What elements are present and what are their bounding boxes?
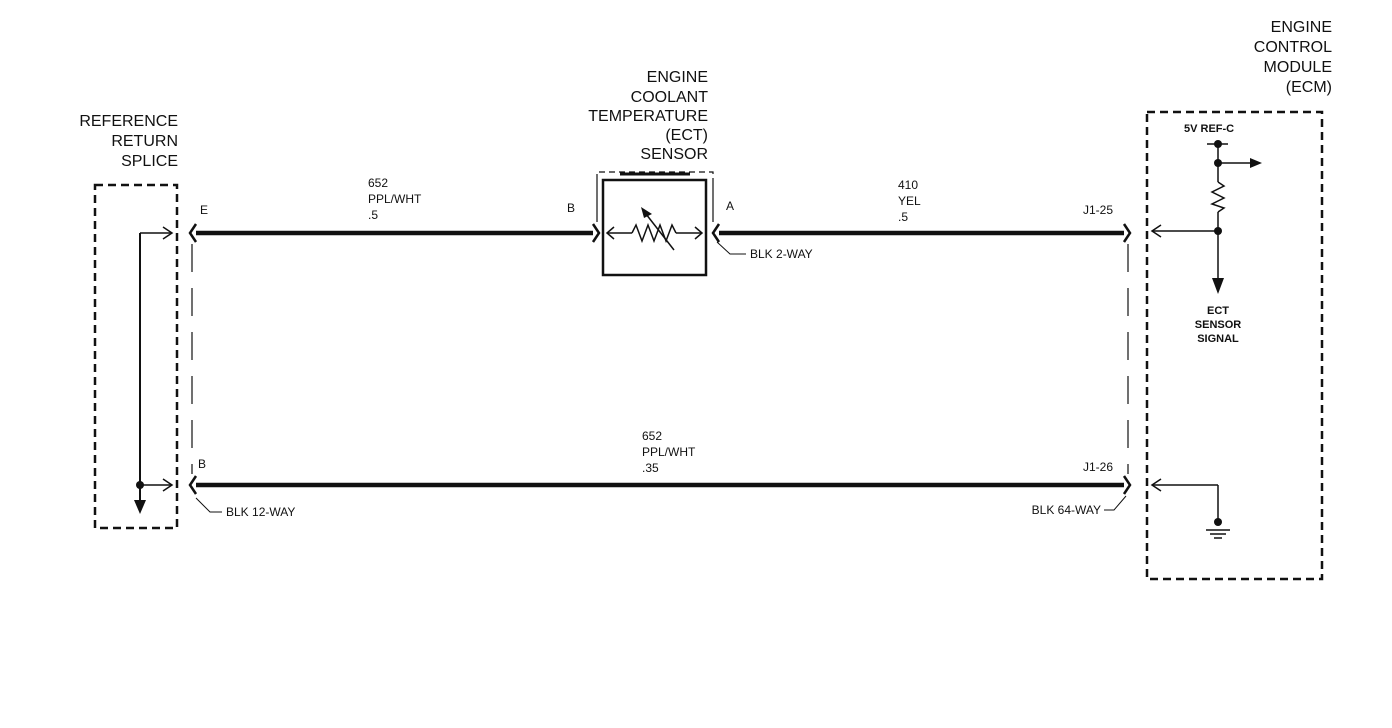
sensor-arrow-left bbox=[605, 226, 615, 240]
sensor-terminal-a bbox=[711, 223, 721, 243]
terminal-j1-26 bbox=[1122, 475, 1132, 495]
ect-sensor: ENGINE COOLANT TEMPERATURE (ECT) SENSOR … bbox=[567, 69, 813, 277]
splice-title-3: SPLICE bbox=[121, 153, 178, 170]
sensor-pin-a: A bbox=[726, 199, 734, 213]
wire-652-upper: 652 PPL/WHT .5 bbox=[196, 176, 593, 236]
splice-title-1: REFERENCE bbox=[79, 113, 178, 130]
sensor-terminal-b bbox=[591, 223, 601, 243]
signal-arrow-icon bbox=[1212, 278, 1224, 294]
wire-410: 410 YEL .5 bbox=[719, 178, 1124, 236]
wire1-circuit: 652 bbox=[368, 176, 388, 190]
left-connector-leader bbox=[195, 497, 222, 513]
ecm-input-arrow-25 bbox=[1150, 224, 1162, 238]
ecm-title-4: (ECM) bbox=[1286, 79, 1332, 96]
terminal-j1-25 bbox=[1122, 223, 1132, 243]
sensor-title-1: ENGINE bbox=[647, 69, 708, 86]
right-connector-leader bbox=[1104, 495, 1127, 511]
terminal-e bbox=[188, 223, 198, 243]
sensor-title-4: (ECT) bbox=[665, 127, 708, 144]
engine-control-module: ENGINE CONTROL MODULE (ECM) 5V REF-C ECT… bbox=[1145, 19, 1332, 581]
pin-j1-25-label: J1-25 bbox=[1083, 203, 1113, 217]
ecm-input-arrow-26 bbox=[1150, 478, 1162, 492]
ecm-title-1: ENGINE bbox=[1271, 19, 1332, 36]
ecm-title-3: MODULE bbox=[1264, 59, 1332, 76]
wire2-color: YEL bbox=[898, 194, 921, 208]
wire3-gauge: .35 bbox=[642, 461, 659, 475]
pin-b-label: B bbox=[198, 457, 206, 471]
splice-arrow-e bbox=[162, 226, 174, 240]
variable-arrow-icon bbox=[645, 213, 675, 251]
ground-node bbox=[1214, 518, 1222, 526]
splice-arrow-b bbox=[162, 478, 174, 492]
sensor-title-2: COOLANT bbox=[631, 89, 709, 106]
sensor-arrow-right bbox=[694, 226, 704, 240]
wire1-color: PPL/WHT bbox=[368, 192, 422, 206]
pullup-resistor-icon bbox=[1210, 181, 1226, 213]
pin-j1-26-label: J1-26 bbox=[1083, 460, 1113, 474]
ecm-signal-label-2: SENSOR bbox=[1195, 319, 1242, 331]
ref-tap-arrow-icon bbox=[1250, 158, 1262, 168]
left-connector-label: BLK 12-WAY bbox=[226, 505, 295, 519]
sensor-connector-label: BLK 2-WAY bbox=[750, 247, 813, 261]
wire2-gauge: .5 bbox=[898, 210, 908, 224]
splice-title-2: RETURN bbox=[111, 133, 178, 150]
sensor-title-3: TEMPERATURE bbox=[588, 108, 708, 125]
right-connector-label: BLK 64-WAY bbox=[1032, 503, 1101, 517]
wire2-circuit: 410 bbox=[898, 178, 918, 192]
reference-return-splice: REFERENCE RETURN SPLICE bbox=[79, 113, 179, 530]
thermistor-icon bbox=[631, 222, 677, 244]
wire-652-lower: 652 PPL/WHT .35 bbox=[196, 429, 1124, 488]
sensor-pin-b: B bbox=[567, 201, 575, 215]
ecm-ref-label: 5V REF-C bbox=[1184, 123, 1234, 135]
sensor-title-5: SENSOR bbox=[640, 146, 708, 163]
terminal-b bbox=[188, 475, 198, 495]
ecm-signal-label-3: SIGNAL bbox=[1197, 333, 1239, 345]
wire1-gauge: .5 bbox=[368, 208, 378, 222]
splice-node bbox=[136, 481, 144, 489]
sensor-connector-leader bbox=[716, 241, 746, 255]
left-connector: E B BLK 12-WAY bbox=[188, 203, 295, 519]
sensor-bracket-top bbox=[596, 171, 714, 180]
ecm-box bbox=[1145, 110, 1324, 581]
splice-ground-arrow bbox=[134, 500, 146, 514]
variable-arrowhead-icon bbox=[641, 207, 652, 218]
wire3-circuit: 652 bbox=[642, 429, 662, 443]
pin-e-label: E bbox=[200, 203, 208, 217]
wire3-color: PPL/WHT bbox=[642, 445, 696, 459]
right-connector: J1-25 J1-26 BLK 64-WAY bbox=[1032, 203, 1132, 517]
splice-box bbox=[93, 183, 179, 530]
sensor-body bbox=[601, 178, 708, 277]
ecm-title-2: CONTROL bbox=[1254, 39, 1332, 56]
ecm-signal-label-1: ECT bbox=[1207, 305, 1229, 317]
